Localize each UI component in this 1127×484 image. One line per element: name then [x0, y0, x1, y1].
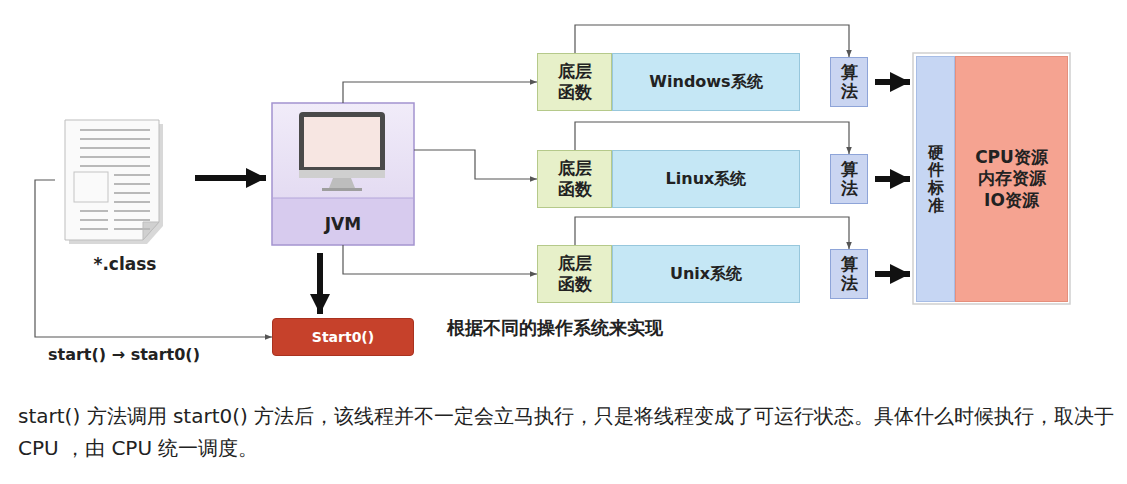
- os-box: Linux系统: [612, 150, 800, 208]
- native-function-box: 底层 函数: [537, 53, 612, 111]
- connector-arrow: [35, 180, 272, 337]
- jvm-band-border: [273, 198, 413, 199]
- document-text-lines: [74, 206, 108, 233]
- native-function-box: 底层 函数: [537, 150, 612, 208]
- thick-arrow: [195, 175, 266, 181]
- caption: start() 方法调用 start0() 方法后，该线程并不一定会立马执行，只…: [18, 400, 1116, 464]
- document-text-lines: [74, 128, 150, 168]
- os-box: Windows系统: [612, 53, 800, 111]
- node-text: 算法: [841, 255, 858, 292]
- node-text: 算法: [841, 160, 858, 197]
- monitor-base: [322, 188, 362, 191]
- node-text: Unix系统: [670, 264, 742, 285]
- monitor-chin: [299, 170, 385, 178]
- monitor-screen: [304, 117, 380, 167]
- resource-box: CPU资源 内存资源 IO资源: [955, 56, 1068, 302]
- monitor-bezel: [299, 112, 385, 174]
- document-table: [74, 172, 108, 202]
- jvm-band: [273, 198, 413, 244]
- node-text: Start0(): [312, 329, 374, 345]
- node-text: *.class: [94, 254, 157, 274]
- hardware-group-outline: [913, 53, 1070, 304]
- note-label: 根据不同的操作系统来实现: [447, 316, 663, 340]
- node-text: 底层 函数: [543, 61, 606, 104]
- connector-arrow: [414, 150, 537, 179]
- class-file-icon: [65, 120, 163, 244]
- node-text: 算法: [841, 63, 858, 100]
- algorithm-box: 算法: [830, 57, 868, 107]
- monitor-stand: [329, 178, 355, 188]
- algorithm-box: 算法: [830, 154, 868, 204]
- os-box: Unix系统: [612, 245, 800, 303]
- node-text: 底层 函数: [543, 253, 606, 296]
- node-text: Windows系统: [649, 72, 762, 93]
- connector-arrow: [343, 82, 537, 103]
- node-text: JVM: [325, 214, 361, 234]
- method-chain-label: start() → start0(): [48, 345, 200, 364]
- hardware-standard-box: 硬件标准: [916, 56, 955, 302]
- thick-arrow: [875, 271, 910, 277]
- node-text: Linux系统: [666, 169, 747, 190]
- jvm-box-shape: [272, 103, 414, 245]
- node-text: 底层 函数: [543, 158, 606, 201]
- connector-arrow: [343, 245, 537, 274]
- start0-box: Start0(): [272, 318, 414, 356]
- native-function-box: 底层 函数: [537, 245, 612, 303]
- thick-arrow: [875, 79, 910, 85]
- node-text: CPU资源 内存资源 IO资源: [961, 147, 1062, 211]
- algorithm-box: 算法: [830, 249, 868, 299]
- node-text: 硬件标准: [928, 144, 944, 214]
- document-text-lines: [114, 172, 150, 232]
- thick-arrow: [875, 176, 910, 182]
- class-file: *.class: [55, 118, 195, 278]
- document-page: [65, 120, 159, 240]
- jvm-box: JVM: [272, 103, 414, 245]
- jvm-box: [272, 103, 414, 245]
- monitor-icon: [299, 112, 385, 191]
- thick-arrow: [317, 253, 323, 314]
